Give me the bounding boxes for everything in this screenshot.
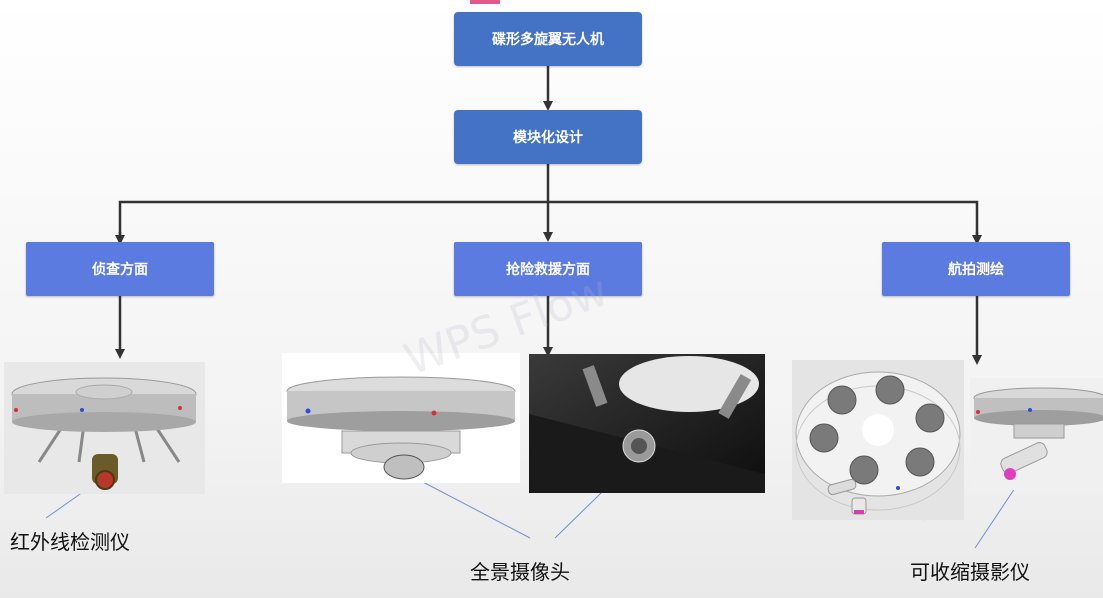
drone-infrared-image (4, 362, 205, 494)
design-node: 模块化设计 (454, 110, 642, 164)
branch-rescue: 抢险救援方面 (454, 242, 642, 296)
branch-aerial-label: 航拍测绘 (948, 262, 1004, 278)
branch-rescue-label: 抢险救援方面 (506, 262, 590, 278)
drone-panoramic-image-1 (282, 353, 520, 483)
top-accent-mark (470, 0, 500, 4)
drone-retractable-image-1 (792, 360, 964, 520)
design-node-label: 模块化设计 (513, 130, 583, 146)
drone-retractable-image-2 (970, 378, 1103, 490)
caption-panoramic: 全景摄像头 (470, 560, 570, 584)
caption-retractable: 可收缩摄影仪 (910, 560, 1030, 584)
root-node-label: 碟形多旋翼无人机 (492, 32, 604, 48)
branch-aerial: 航拍测绘 (882, 242, 1070, 296)
annotation-retractable-2 (974, 487, 1016, 549)
branch-bar (118, 200, 979, 237)
caption-infrared: 红外线检测仪 (10, 530, 130, 554)
root-node: 碟形多旋翼无人机 (454, 12, 642, 66)
branch-recon-label: 侦查方面 (92, 262, 148, 278)
drone-panoramic-image-2 (529, 354, 765, 493)
branch-recon: 侦查方面 (26, 242, 214, 296)
